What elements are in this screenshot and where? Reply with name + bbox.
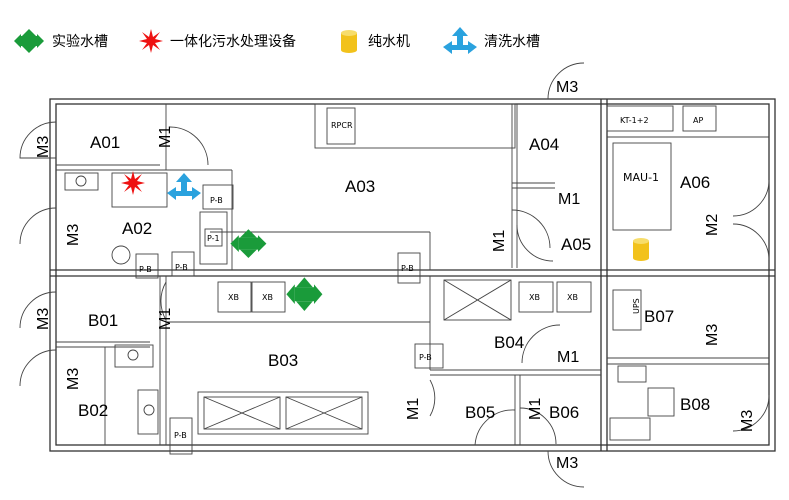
blue-arrows-icon <box>443 27 477 54</box>
door-label: M2 <box>704 214 721 236</box>
room-A01: A01 <box>90 133 120 152</box>
room-A03: A03 <box>345 177 375 196</box>
green-cross-icon <box>286 277 323 311</box>
legend-item-lab-sink: 实验水槽 <box>12 28 108 54</box>
door-label: M1 <box>527 398 544 420</box>
room-A02: A02 <box>122 219 152 238</box>
door-label: M1 <box>157 308 174 330</box>
legend-item-pure-water: 纯水机 <box>336 28 410 54</box>
door-label: M3 <box>35 136 52 158</box>
room-A06: A06 <box>680 173 710 192</box>
svg-text:P-B: P-B <box>175 263 188 272</box>
door-label: M1 <box>557 349 579 366</box>
green-cross-icon <box>230 229 267 258</box>
green-cross-icon <box>14 29 44 53</box>
door-label: M3 <box>35 308 52 330</box>
legend-label: 纯水机 <box>368 34 410 50</box>
svg-text:XB: XB <box>529 293 540 302</box>
room-labels: A01 A02 A03 A04 A05 A06 B01 B02 B03 B04 … <box>78 133 710 422</box>
door-label: M1 <box>558 191 580 208</box>
yellow-cylinder-icon <box>633 238 649 261</box>
red-star-icon <box>139 29 163 53</box>
yellow-cylinder-icon <box>341 30 357 53</box>
door-labels: M3 M3 M3 M3 M1 M1 M1 M1 M1 M2 M3 M3 M1 M… <box>35 79 756 472</box>
room-B02: B02 <box>78 401 108 420</box>
room-B05: B05 <box>465 403 495 422</box>
door-label: M3 <box>65 368 82 390</box>
legend-item-sewage-treatment: 一体化污水处理设备 <box>138 28 296 54</box>
svg-text:P-B: P-B <box>174 431 187 440</box>
room-B08: B08 <box>680 395 710 414</box>
door-label: M3 <box>704 324 721 346</box>
door-label: M3 <box>556 455 578 472</box>
sewage-tank <box>111 172 168 208</box>
room-B04: B04 <box>494 333 524 352</box>
legend-item-wash-sink: 清洗水槽 <box>442 27 540 54</box>
legend-label: 实验水槽 <box>52 34 108 50</box>
svg-text:P-B: P-B <box>210 196 223 205</box>
svg-text:KT-1+2: KT-1+2 <box>620 116 649 125</box>
room-B01: B01 <box>88 311 118 330</box>
red-star-icon <box>121 171 145 195</box>
room-A05: A05 <box>561 235 591 254</box>
building-walls <box>49 98 776 452</box>
blue-arrows-icon <box>167 173 201 200</box>
room-B03: B03 <box>268 351 298 370</box>
door-label: M3 <box>556 79 578 96</box>
room-B06: B06 <box>549 403 579 422</box>
svg-text:XB: XB <box>228 293 239 302</box>
door-swings <box>19 62 770 488</box>
door-label: M3 <box>739 410 756 432</box>
svg-text:P-B: P-B <box>419 353 432 362</box>
markers <box>121 171 649 311</box>
legend-label: 一体化污水处理设备 <box>170 34 296 50</box>
svg-text:UPS: UPS <box>632 298 641 314</box>
door-label: M1 <box>491 230 508 252</box>
room-A04: A04 <box>529 135 559 154</box>
svg-text:AP: AP <box>693 116 703 125</box>
legend-label: 清洗水槽 <box>484 34 540 50</box>
svg-text:P-B: P-B <box>139 265 152 274</box>
door-label: M3 <box>65 224 82 246</box>
svg-text:P-B: P-B <box>401 264 414 273</box>
svg-text:XB: XB <box>262 293 273 302</box>
sink-fixture <box>64 172 99 191</box>
svg-text:RPCR: RPCR <box>331 121 353 130</box>
room-B07: B07 <box>644 307 674 326</box>
door-label: M1 <box>405 398 422 420</box>
equipment: P-B P-1 RPCR P-B P-B P-B KT-1+2 AP MAU-1… <box>64 105 717 455</box>
svg-text:XB: XB <box>567 293 578 302</box>
door-label: M1 <box>157 126 174 148</box>
svg-text:P-1: P-1 <box>207 234 220 243</box>
svg-text:MAU-1: MAU-1 <box>623 171 659 184</box>
